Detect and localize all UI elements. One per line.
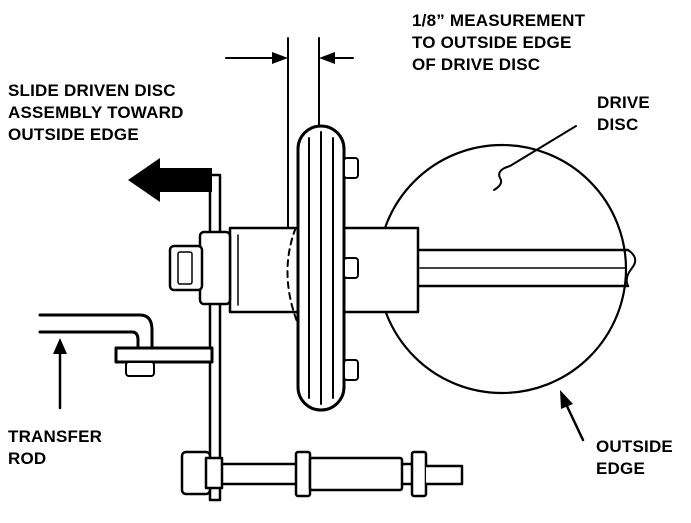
bracket-plate [208, 173, 222, 502]
slide-direction-arrow [128, 158, 212, 202]
transfer-rod-label: TRANSFER ROD [8, 426, 102, 470]
measurement-label-line-2: TO OUTSIDE EDGE [412, 33, 572, 52]
slide-instruction-line-1: SLIDE DRIVEN DISC [8, 81, 176, 100]
transfer-rod-label-line-2: ROD [8, 449, 47, 468]
outside-edge-label-line-2: EDGE [596, 459, 645, 478]
slide-instruction-line-2: ASSEMBLY TOWARD [8, 103, 184, 122]
drive-shaft [414, 248, 637, 288]
measurement-lines [287, 37, 320, 229]
slide-instruction-line-3: OUTSIDE EDGE [8, 125, 139, 144]
drive-disc-label: DRIVE DISC [597, 92, 650, 136]
slide-instruction-label: SLIDE DRIVEN DISC ASSEMBLY TOWARD OUTSID… [8, 80, 184, 146]
driven-disc [296, 124, 346, 412]
measurement-label: 1/8” MEASUREMENT TO OUTSIDE EDGE OF DRIV… [412, 10, 585, 76]
drive-disc-leader [493, 125, 577, 191]
outside-edge-leader [560, 390, 585, 442]
disc-bolts [343, 157, 359, 381]
measurement-label-line-1: 1/8” MEASUREMENT [412, 11, 586, 30]
hidden-edge-dashes [286, 217, 301, 325]
dimension-arrows [225, 52, 354, 64]
drive-disc-label-line-2: DISC [597, 115, 639, 134]
transfer-rod-shape [38, 313, 214, 377]
transfer-rod-arrow [53, 338, 67, 410]
lower-bolt-assembly [180, 450, 464, 498]
outside-edge-label: OUTSIDE EDGE [596, 436, 673, 480]
nut-assembly [168, 230, 232, 306]
transfer-rod-label-line-1: TRANSFER [8, 427, 103, 446]
drive-disc-label-line-1: DRIVE [597, 93, 650, 112]
measurement-label-line-3: OF DRIVE DISC [412, 55, 541, 74]
outside-edge-label-line-1: OUTSIDE [596, 437, 673, 456]
